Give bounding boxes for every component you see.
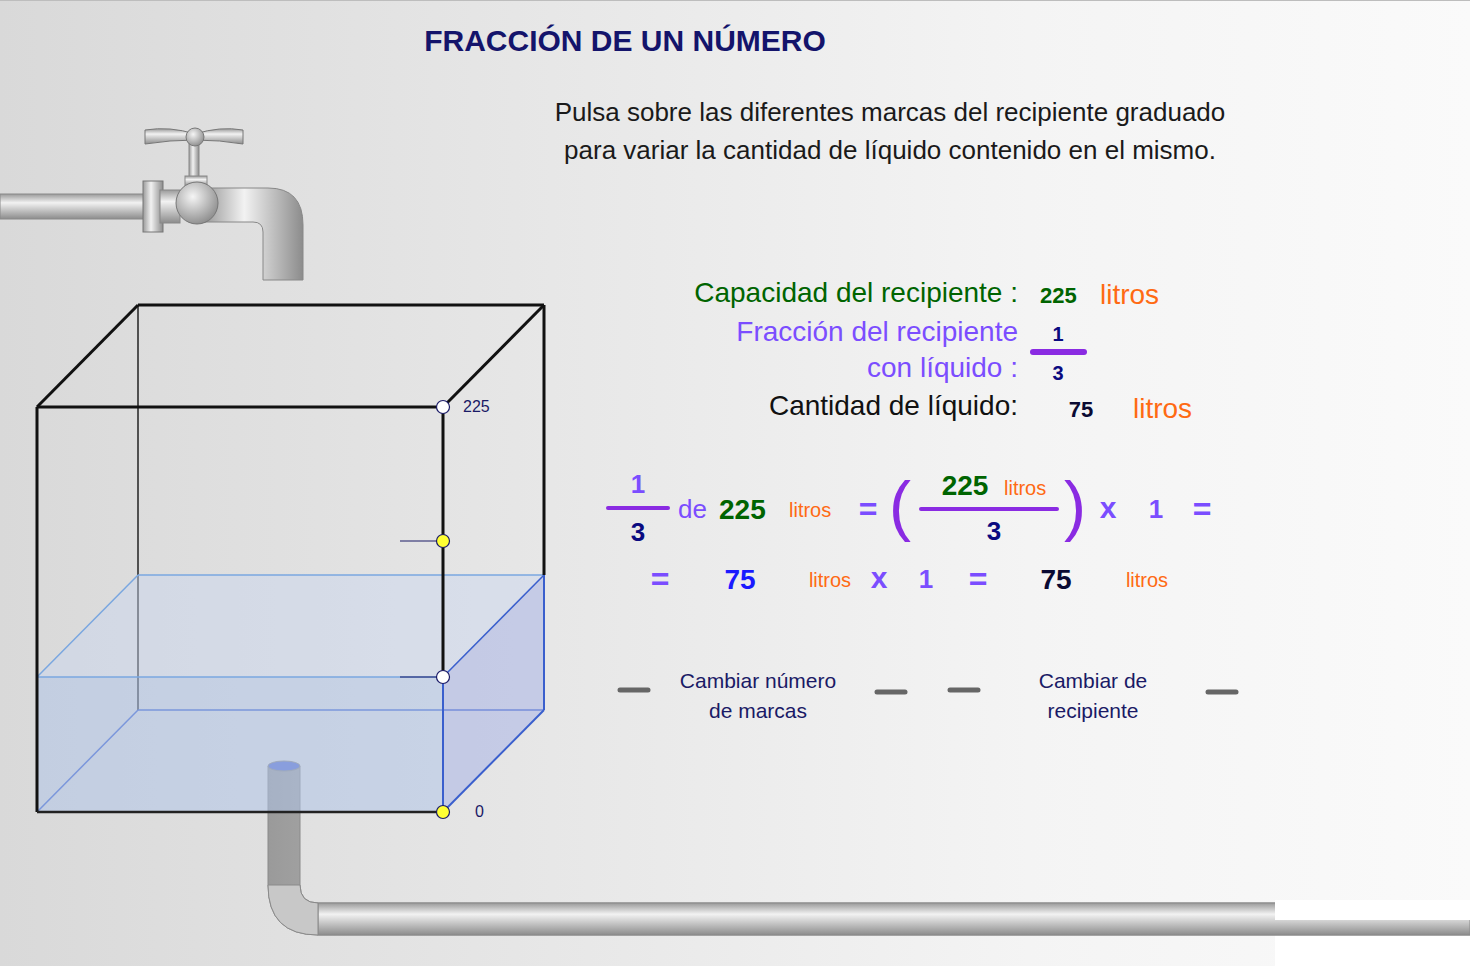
equals-sign: = [859,491,878,528]
capacity-value: 225 [719,494,766,526]
multiplier: 1 [919,565,933,595]
quantity-value: 75 [1069,397,1093,422]
faucet [0,128,303,280]
title: FRACCIÓN DE UN NÚMERO [424,24,826,59]
times-sign: x [871,561,888,596]
unit-label: litros [1004,477,1046,500]
button-label: Cambiar de recipiente [1018,666,1168,727]
parenthesis: ) [1064,468,1086,544]
denominator: 3 [1052,362,1063,385]
unit-label: litros [789,499,831,522]
scale-mark: 225 [463,398,490,416]
numerator: 1 [631,470,645,500]
unit-label: litros [1133,393,1192,425]
unit-label: litros [1126,569,1168,592]
denominator: 3 [987,517,1001,547]
unit-label: litros [1100,279,1159,311]
capacity-value: 225 [1040,283,1077,308]
equals-sign: = [1193,491,1212,528]
equals-sign: = [969,561,988,598]
times-sign: x [1100,491,1117,526]
tank [37,305,544,819]
quotient-value: 75 [724,564,755,596]
capacity-label: Capacidad del recipiente : [694,277,1018,309]
unit-label: litros [809,569,851,592]
fraction-label: Fracción del recipiente con líquido : [713,314,1018,386]
capacity-value: 225 [942,470,989,502]
quantity-label: Cantidad de líquido: [769,390,1018,422]
formula-word: de [678,495,707,525]
denominator: 3 [631,518,645,548]
equals-sign: = [651,561,670,598]
frame-line [0,0,1470,1]
button-label: Cambiar número de marcas [673,666,843,727]
result-value: 75 [1040,564,1071,596]
parenthesis: ( [889,468,911,544]
numerator: 1 [1052,323,1063,346]
scale-mark: 0 [475,803,484,821]
instruction-text: Pulsa sobre las diferentes marcas del re… [537,94,1243,169]
multiplier: 1 [1149,495,1163,525]
